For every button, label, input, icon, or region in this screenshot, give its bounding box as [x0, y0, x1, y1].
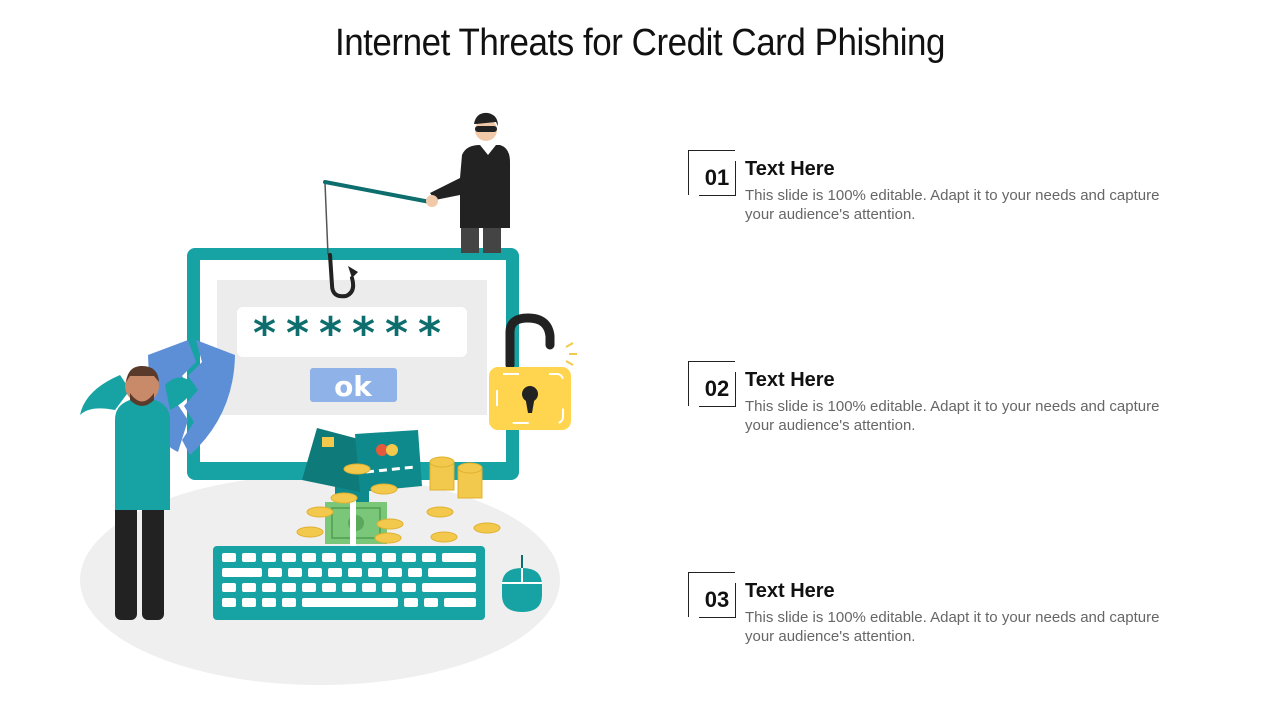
- fishing-hook-icon: [328, 253, 356, 299]
- item-number: 01: [699, 161, 736, 196]
- item-heading: Text Here: [745, 369, 835, 391]
- hacker-figure: [323, 112, 510, 253]
- gold-coins-icon: [296, 456, 501, 544]
- number-frame: 03: [688, 572, 736, 618]
- open-padlock-icon: [489, 313, 577, 430]
- item-number: 03: [699, 583, 736, 618]
- item-description: This slide is 100% editable. Adapt it to…: [745, 398, 1160, 434]
- item-heading: Text Here: [745, 158, 835, 180]
- phishing-illustration: ****** ok: [80, 112, 577, 685]
- number-frame: 01: [688, 150, 736, 196]
- list-item-02: 02 Text Here This slide is 100% editable…: [688, 361, 1208, 451]
- ok-label: ok: [334, 370, 373, 403]
- list-item-01: 01 Text Here This slide is 100% editable…: [688, 150, 1208, 240]
- item-number: 02: [699, 372, 736, 407]
- password-mask: ******: [253, 308, 451, 359]
- frustrated-person-figure: [80, 366, 195, 620]
- item-description: This slide is 100% editable. Adapt it to…: [745, 187, 1160, 223]
- item-description: This slide is 100% editable. Adapt it to…: [745, 609, 1160, 645]
- list-item-03: 03 Text Here This slide is 100% editable…: [688, 572, 1208, 662]
- slide-title: Internet Threats for Credit Card Phishin…: [334, 22, 946, 64]
- credit-card-icon: [302, 428, 422, 492]
- item-heading: Text Here: [745, 580, 835, 602]
- ok-button: [310, 368, 397, 402]
- keyboard-icon: [213, 546, 485, 620]
- password-field: [237, 307, 467, 357]
- number-frame: 02: [688, 361, 736, 407]
- mouse-icon: [502, 555, 542, 612]
